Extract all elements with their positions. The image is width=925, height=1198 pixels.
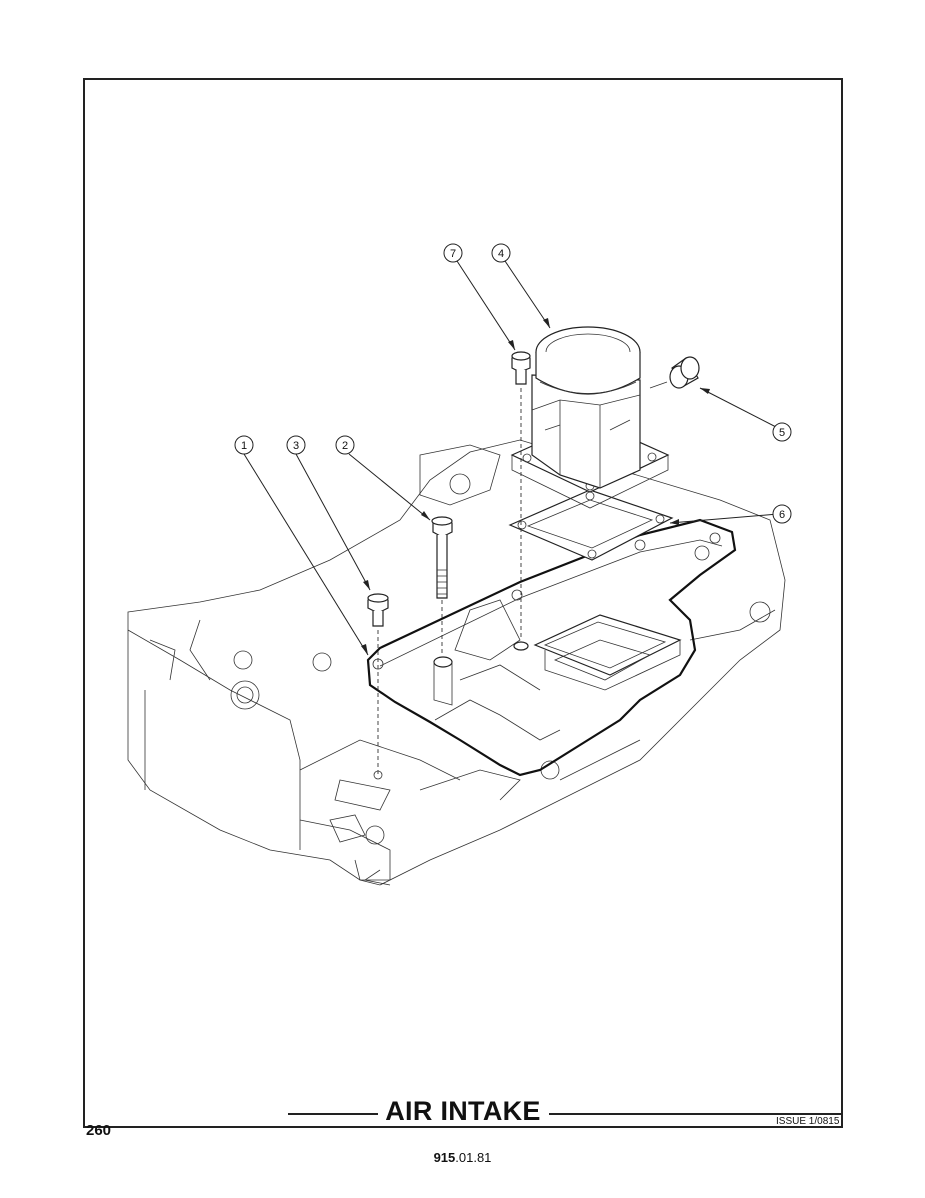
callout-3-label: 3 xyxy=(293,440,299,452)
title-rule-left xyxy=(288,1113,378,1115)
callout-4-label: 4 xyxy=(498,248,504,260)
callout-1-label: 1 xyxy=(241,440,247,452)
callout-1: 1 xyxy=(234,435,254,455)
gasket xyxy=(508,489,674,561)
document-code-rest: .01.81 xyxy=(455,1150,492,1165)
cylinder-head xyxy=(127,439,786,886)
callout-2-label: 2 xyxy=(342,440,348,452)
callout-5: 5 xyxy=(772,422,792,442)
plug xyxy=(649,356,700,389)
callout-4: 4 xyxy=(491,243,511,263)
bolt-7 xyxy=(511,351,531,640)
document-code: 915.01.81 xyxy=(0,1150,925,1165)
issue-label: ISSUE 1/0815 xyxy=(776,1116,840,1127)
bolt-3 xyxy=(367,593,389,780)
bolt-2 xyxy=(431,516,453,655)
title-rule-right xyxy=(549,1113,843,1115)
callout-6: 6 xyxy=(772,504,792,524)
title-bar: AIR INTAKE xyxy=(83,1096,843,1128)
page-number: 260 xyxy=(86,1122,112,1139)
callout-2: 2 xyxy=(335,435,355,455)
callout-7: 7 xyxy=(443,243,463,263)
intake-manifold xyxy=(366,518,737,777)
callout-7-label: 7 xyxy=(450,248,456,260)
callout-5-label: 5 xyxy=(779,427,785,439)
callout-leaders xyxy=(243,260,779,656)
callout-3: 3 xyxy=(286,435,306,455)
document-code-bold: 915 xyxy=(433,1150,456,1165)
intake-adapter xyxy=(510,326,670,509)
callout-6-label: 6 xyxy=(779,509,785,521)
page-frame xyxy=(83,78,843,1128)
page-title: AIR INTAKE xyxy=(385,1096,541,1126)
